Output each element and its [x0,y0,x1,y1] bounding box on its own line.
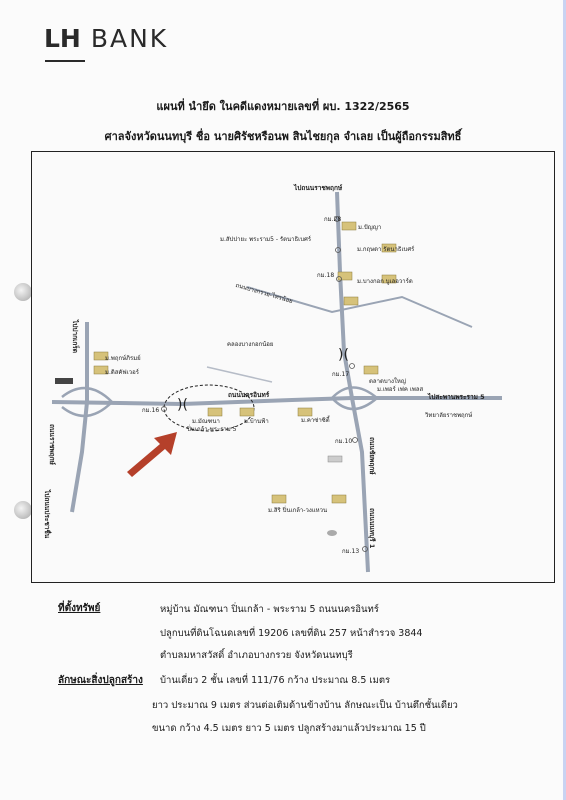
building-line1: บ้านเดี่ยว 2 ชั้น เลขที่ 111/76 กว้าง ปร… [160,675,391,686]
label-moo-siri: ม.สิริ ปิ่นเกล้า-วงแหวน [268,507,328,514]
label-market: ตลาดบางใหญ่ [369,378,406,385]
landmark-icon [327,530,337,536]
logo-lh: LH [44,24,81,53]
label-km-10: กม.10 [335,438,353,445]
label-km-13: กม.13 [342,548,360,555]
bank-logo: LH BANK [44,24,169,62]
building-icon-left [55,378,73,384]
label-moo-casa: ม.คาซ่าซิตี้ [301,417,330,424]
label-to-rama5-bridge: ไปสะพานพระราม 5 [428,393,485,401]
logo-bank: BANK [90,24,169,53]
label-road-chaloem: ถนนชัยพฤกษ์ [368,437,376,475]
label-moo-bangkok: ม.บางกอก บูเลอวาร์ด [357,278,413,285]
label-moo-ratana: ม.กฤษดา รัตนาธิเบศร์ [357,246,415,253]
label-km-28: กม.28 [324,216,342,223]
label-nakhon-in: ถนนนครอินทร์ [228,391,270,399]
punch-hole-top [14,283,32,301]
svg-text:)(: )( [338,347,349,363]
red-arrow-pointer [127,432,177,477]
road-nakhon-in [51,396,502,407]
label-moo-bangrak: ม.บ้านฟ้า [244,418,269,425]
logo-underline [45,60,85,62]
label-road-ratchaphruek: ถนนราชพฤกษ์ [48,424,56,465]
building-icon-mid [327,455,343,463]
svg-text:)(: )( [177,397,188,413]
label-to-pak-kret: ไปปากเกร็ด [71,320,79,353]
label-moo-mantana: ม.มัณฑนา [192,418,220,425]
location-line2: ปลูกบนที่ดินโฉนดเลขที่ 19206 เลขที่ดิน 2… [160,628,423,639]
label-moo-perfect: ม.เพอร์ เฟค เพลส [377,386,424,393]
location-map: )( )( [31,151,555,583]
road-left-vertical [70,322,89,513]
punch-hole-bottom [14,501,32,519]
building-line2: ยาว ประมาณ 9 เมตร ส่วนต่อเติมด้านข้างบ้า… [152,700,458,711]
label-moo-panya: ม.ปัญญา [358,224,382,231]
label-km-17: กม.17 [332,371,350,378]
label-khlong: คลองบางกอกน้อย [227,341,274,348]
location-line1: หมู่บ้าน มัณฑนา ปิ่นเกล้า - พระราม 5 ถนน… [160,604,379,615]
label-to-ratchapruek: ไปถนนราชพฤกษ์ [294,184,343,192]
label-college: วิทยาลัยราชพฤกษ์ [425,412,473,419]
label-moo-sappaya: ม.สัปปายะ พระราม5 - รัตนาธิเบศร์ [220,236,312,243]
document-title-line2: ศาลจังหวัดนนทบุรี ชื่อ นายศิรัชหรือนพ สิ… [104,130,462,143]
label-to-prachachuen: ไปถนนประชาชื่น [43,490,51,539]
building-heading: ลักษณะสิ่งปลูกสร้าง [58,675,143,686]
label-moo-phuket: ม.พฤกษ์ภิรมย์ [105,355,141,362]
label-km-16: กม.16 [142,407,160,414]
label-km-18: กม.18 [317,272,335,279]
location-heading: ที่ตั้งทรัพย์ [58,603,101,614]
location-line3: ตำบลมหาสวัสดิ์ อำเภอบางกรวย จังหวัดนนทบุ… [160,650,353,661]
left-interchange [61,387,114,417]
map-graphics: )( )( [51,191,502,573]
right-interchange [331,386,379,411]
road-minor [206,366,273,383]
label-moo-mantana-sub: ปิ่นเกล้า-พระราม 5 [187,426,237,433]
label-road-nonthaburi1: ถนนนนทบุรี 1 [368,508,376,549]
building-line3: ขนาด กว้าง 4.5 เมตร ยาว 5 เมตร ปลูกสร้าง… [152,723,426,734]
label-moo-sivalai: ม.ดิสคัฟเวอร์ [105,369,139,376]
document-title-line1: แผนที่ นำยึด ในคดีแดงหมายเลขที่ ผบ. 1322… [156,100,410,113]
road-bang-kruai [246,286,473,328]
